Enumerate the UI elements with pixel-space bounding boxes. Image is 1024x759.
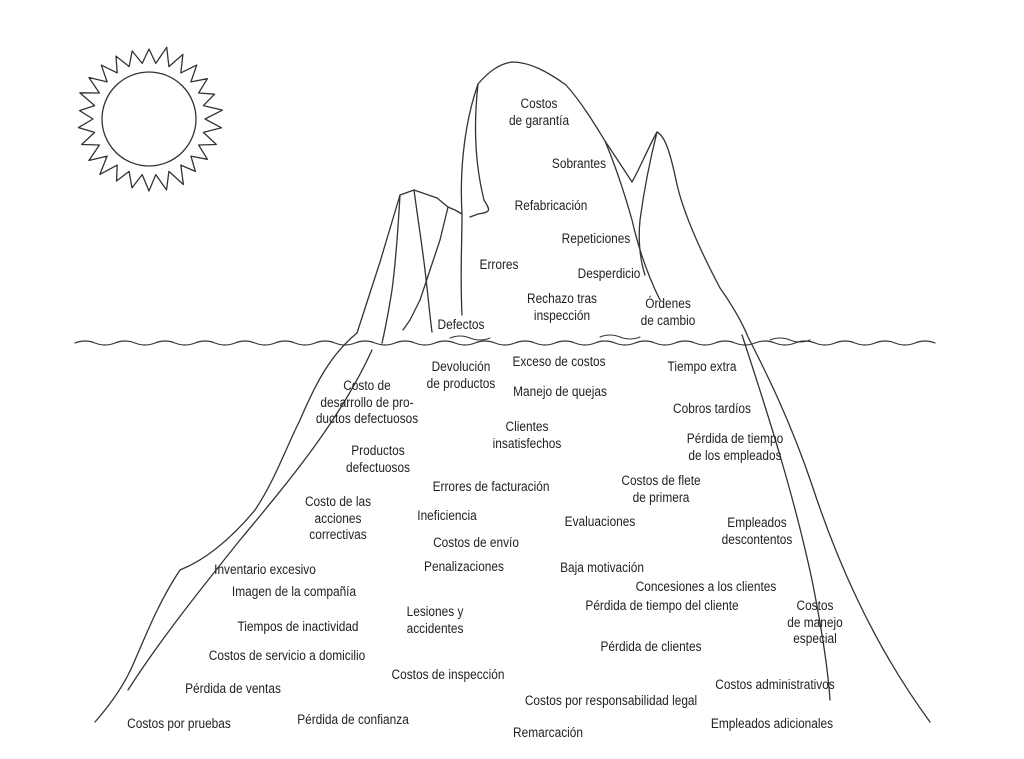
sun-rays: [77, 46, 224, 192]
peak-inner-line: [460, 213, 463, 316]
label-desperdicio: Desperdicio: [577, 266, 641, 281]
label-clientes-insatisfechos: Clientes insatisfechos: [492, 419, 562, 451]
label-baja-motivacion: Baja motivación: [560, 560, 644, 575]
label-defectos: Defectos: [437, 317, 485, 332]
label-costos-de-inspeccion: Costos de inspección: [391, 667, 505, 682]
label-empleados-descontentos: Empleados descontentos: [721, 515, 793, 547]
left-facet: [413, 189, 433, 333]
label-errores-de-facturacion: Errores de facturación: [432, 479, 550, 494]
label-rechazo-tras-inspeccion: Rechazo tras inspección: [526, 291, 598, 323]
label-ineficiencia: Ineficiencia: [417, 508, 477, 523]
label-evaluaciones: Evaluaciones: [564, 514, 636, 529]
iceberg-outline: [356, 61, 931, 723]
label-costos-de-servicio-a-domicilio: Costos de servicio a domicilio: [208, 648, 366, 663]
left-facet-3: [402, 206, 449, 331]
waterline-ripple: [449, 334, 811, 343]
label-costos-por-pruebas: Costos por pruebas: [127, 716, 231, 731]
label-empleados-adicionales: Empleados adicionales: [710, 716, 834, 731]
label-costos-por-responsabilidad-legal: Costos por responsabilidad legal: [524, 693, 698, 708]
right-peak-inner: [604, 140, 661, 301]
submerged-ridge-right: [741, 334, 831, 701]
label-perdida-de-tiempo-del-cliente: Pérdida de tiempo del cliente: [585, 598, 739, 613]
iceberg-outline-left: [94, 332, 358, 723]
label-costos-de-garantia: Costos de garantía: [508, 96, 570, 128]
label-manejo-de-quejas: Manejo de quejas: [513, 384, 607, 399]
label-costos-de-envio: Costos de envío: [433, 535, 519, 550]
label-errores: Errores: [479, 257, 519, 272]
label-costos-de-flete: Costos de flete de primera: [621, 473, 701, 505]
label-tiempo-extra: Tiempo extra: [667, 359, 737, 374]
label-imagen-de-la-compania: Imagen de la compañía: [231, 584, 357, 599]
sun-icon: [77, 46, 224, 192]
peak-ridge: [469, 83, 490, 218]
label-costos-administrativos: Costos administrativos: [715, 677, 835, 692]
left-facet-2: [381, 194, 401, 344]
label-remarcacion: Remarcación: [513, 725, 583, 740]
label-ordenes-de-cambio: Órdenes de cambio: [640, 296, 696, 328]
label-productos-defectuosos: Productos defectuosos: [345, 443, 411, 475]
submerged-ridge-left: [127, 349, 373, 691]
label-perdida-de-confianza: Pérdida de confianza: [297, 712, 409, 727]
label-perdida-de-clientes: Pérdida de clientes: [600, 639, 702, 654]
sun-disc: [101, 71, 197, 167]
label-costo-de-desarrollo: Costo de desarrollo de pro- ductos defec…: [315, 378, 419, 426]
label-costo-de-las-acciones: Costo de las acciones correctivas: [304, 494, 372, 542]
label-tiempos-de-inactividad: Tiempos de inactividad: [237, 619, 359, 634]
label-perdida-de-ventas: Pérdida de ventas: [185, 681, 281, 696]
label-cobros-tardios: Cobros tardíos: [673, 401, 751, 416]
label-devolucion-de-productos: Devolución de productos: [426, 359, 496, 391]
label-exceso-de-costos: Exceso de costos: [512, 354, 606, 369]
label-costos-de-manejo-especial: Costos de manejo especial: [787, 598, 843, 646]
label-perdida-de-tiempo-empleados: Pérdida de tiempo de los empleados: [686, 431, 784, 463]
label-sobrantes: Sobrantes: [551, 156, 607, 171]
label-penalizaciones: Penalizaciones: [424, 559, 504, 574]
label-concesiones-a-los-clientes: Concesiones a los clientes: [635, 579, 777, 594]
label-refabricacion: Refabricación: [514, 198, 588, 213]
waterline: [74, 340, 936, 346]
right-facet: [638, 131, 658, 276]
label-repeticiones: Repeticiones: [561, 231, 631, 246]
label-lesiones-y-accidentes: Lesiones y accidentes: [406, 604, 464, 636]
label-inventario-excesivo: Inventario excesivo: [214, 562, 316, 577]
